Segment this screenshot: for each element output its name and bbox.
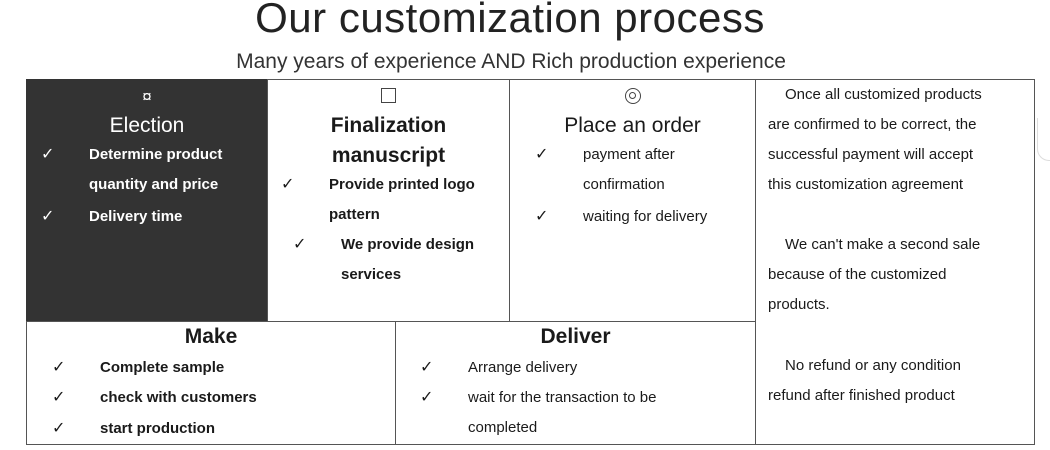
step-make-title: Make: [184, 325, 238, 348]
check-icon: ✓: [52, 359, 66, 376]
note-line: successful payment will accept: [768, 146, 974, 163]
list-item-text: check with customers: [100, 389, 257, 406]
step-finalization-title: Finalization manuscript: [268, 111, 509, 171]
list-item: ✓ Complete sample: [52, 353, 257, 383]
step-deliver-list: ✓ Arrange delivery ✓ wait for the transa…: [420, 353, 657, 443]
list-item-text: We provide design: [341, 236, 475, 253]
square-checkbox-icon: [268, 88, 509, 107]
list-item: quantity and price: [89, 170, 222, 200]
step-make-list: ✓ Complete sample ✓ check with customers…: [52, 353, 257, 444]
list-item: ✓ We provide design: [293, 230, 475, 260]
step-deliver-title: Deliver: [540, 325, 611, 348]
list-item: ✓ Delivery time: [41, 202, 222, 232]
step-finalization-list: ✓ Provide printed logo pattern ✓ We prov…: [281, 170, 475, 290]
list-item-text: completed: [468, 419, 538, 436]
check-icon: ✓: [52, 389, 66, 406]
note-line: refund after finished product: [768, 387, 955, 404]
list-item-text: start production: [100, 420, 215, 437]
list-item: ✓ Arrange delivery: [420, 353, 656, 383]
page-title: Our customization process: [255, 0, 765, 41]
check-icon: ✓: [293, 236, 307, 253]
page-subtitle: Many years of experience AND Rich produc…: [236, 50, 786, 73]
check-icon: ✓: [535, 208, 549, 225]
note-no-refund: No refund or any condition refund after …: [768, 351, 1026, 411]
list-item: completed: [468, 413, 656, 443]
list-item: confirmation: [583, 170, 707, 200]
page-edge-decoration: [1037, 118, 1050, 161]
step-finalization-card: Finalization manuscript ✓ Provide printe…: [267, 79, 510, 322]
notes-panel: Once all customized products are confirm…: [755, 79, 1035, 445]
list-item-text: waiting for delivery: [583, 208, 708, 225]
step-make-card: Make ✓ Complete sample ✓ check with cust…: [26, 321, 396, 445]
check-icon: ✓: [52, 420, 66, 437]
list-item: ✓ check with customers: [52, 383, 257, 413]
check-icon: ✓: [41, 146, 55, 163]
step-order-list: ✓ payment after confirmation ✓ waiting f…: [535, 140, 708, 232]
list-item-text: Delivery time: [89, 208, 183, 225]
list-item-text: Provide printed logo: [329, 176, 475, 193]
check-icon: ✓: [535, 146, 549, 163]
radio-circle-icon: [510, 88, 755, 108]
list-item-text: payment after: [583, 146, 675, 163]
note-confirmation: Once all customized products are confirm…: [768, 80, 1026, 200]
step-deliver-card: Deliver ✓ Arrange delivery ✓ wait for th…: [395, 321, 756, 445]
list-item: ✓ start production: [52, 414, 257, 444]
list-item: pattern: [329, 200, 475, 230]
list-item-text: wait for the transaction to be: [468, 389, 657, 406]
note-line: because of the customized: [768, 266, 947, 283]
title-line: manuscript: [331, 144, 446, 167]
list-item: services: [329, 260, 475, 290]
note-line: are confirmed to be correct, the: [768, 116, 977, 133]
list-item-text: services: [341, 266, 402, 283]
check-icon: ✓: [420, 359, 434, 376]
list-item: ✓ wait for the transaction to be: [420, 383, 657, 413]
title-line: Finalization: [330, 114, 447, 137]
check-icon: ✓: [420, 389, 434, 406]
list-item-text: pattern: [329, 206, 380, 223]
check-icon: ✓: [281, 176, 295, 193]
note-line: No refund or any condition: [785, 357, 961, 374]
sun-icon: ¤: [142, 87, 152, 106]
list-item: ✓ Determine product: [41, 140, 223, 170]
list-item-text: Complete sample: [100, 359, 225, 376]
step-election-card: ¤ Election ✓ Determine product quantity …: [26, 79, 268, 322]
list-item-text: Determine product: [89, 146, 223, 163]
step-order-card: Place an order ✓ payment after confirmat…: [509, 79, 756, 322]
step-election-list: ✓ Determine product quantity and price ✓…: [41, 140, 223, 232]
check-icon: ✓: [41, 208, 55, 225]
note-line: We can't make a second sale: [785, 236, 981, 253]
list-item: ✓ Provide printed logo: [281, 170, 475, 200]
list-item-text: confirmation: [583, 176, 665, 193]
step-order-title: Place an order: [564, 114, 701, 137]
note-line: products.: [768, 296, 830, 313]
list-item: ✓ payment after: [535, 140, 707, 170]
step-election-title: Election: [109, 114, 185, 137]
note-line: Once all customized products: [785, 86, 982, 103]
list-item-text: quantity and price: [89, 176, 219, 193]
list-item-text: Arrange delivery: [468, 359, 578, 376]
list-item: ✓ waiting for delivery: [535, 202, 708, 232]
note-line: this customization agreement: [768, 176, 964, 193]
note-no-resale: We can't make a second sale because of t…: [768, 230, 1026, 320]
